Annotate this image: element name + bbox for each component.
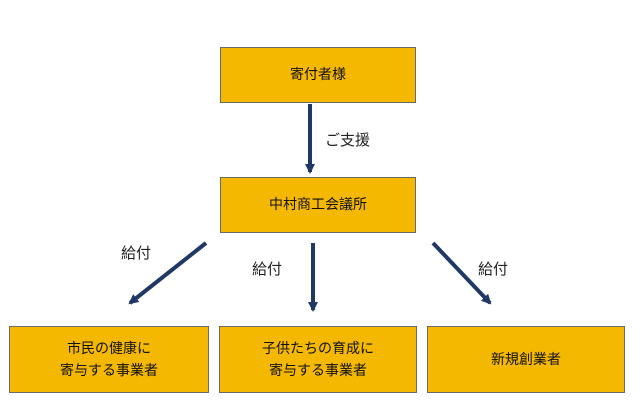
label-grant-right: 給付 [478,260,509,278]
label-grant-left: 給付 [121,244,152,262]
node-chamber: 中村商工会議所 [220,177,416,233]
label-grant-center: 給付 [252,260,283,278]
arrow-chamber-to-health [128,241,208,305]
node-health-business: 市民の健康に 寄与する事業者 [9,326,209,393]
node-child-development-business: 子供たちの育成に 寄与する事業者 [219,326,417,393]
node-new-entrepreneurs: 新規創業者 [427,326,625,393]
node-donor: 寄付者様 [220,47,416,103]
label-support: ご支援 [325,131,371,149]
arrow-chamber-to-startup [431,241,492,305]
